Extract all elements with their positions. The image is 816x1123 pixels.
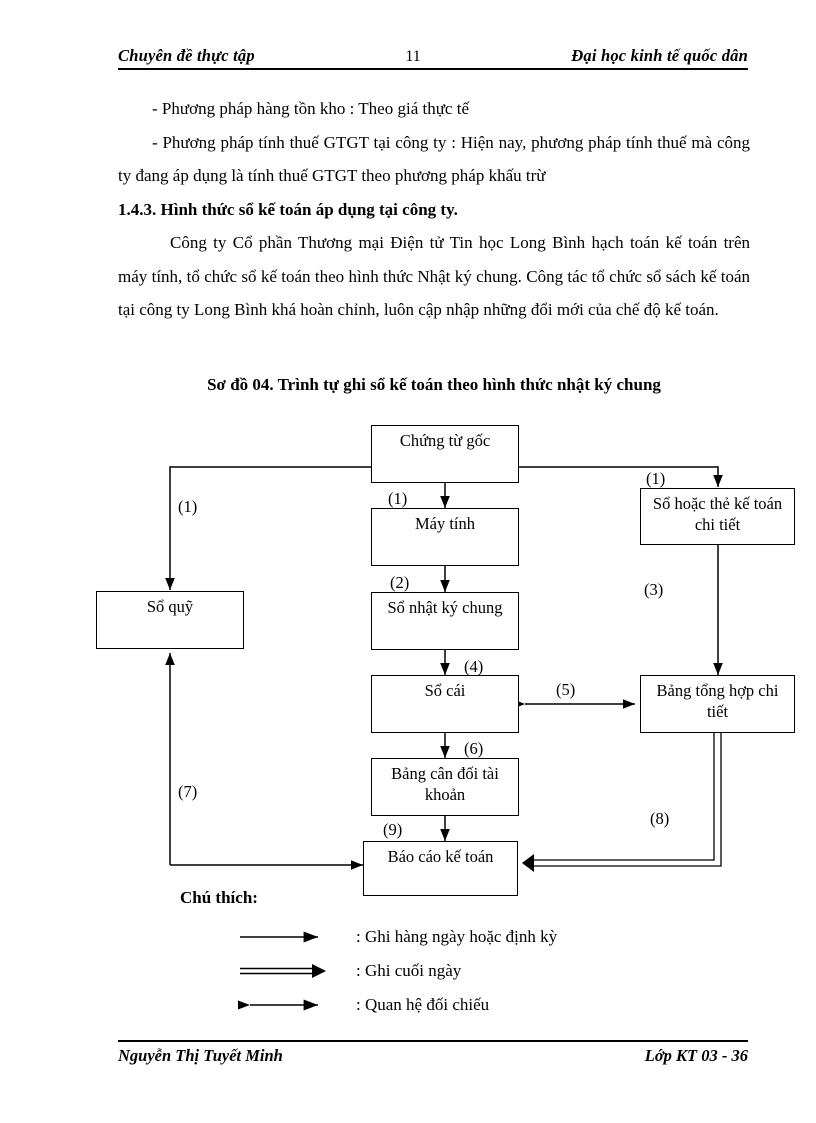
flowchart-connectors [165,466,723,872]
bullet-vat-method-text: - Phương pháp tính thuế GTGT tại công ty… [118,132,750,186]
node-bang-can-doi-tai-khoan: Bảng cân đối tài khoản [371,758,519,816]
header-right-title: Đại học kinh tế quốc dân [571,46,748,65]
legend-rows: : Ghi hàng ngày hoặc định kỳ : Ghi cuối … [238,920,557,1022]
footer-author: Nguyễn Thị Tuyết Minh [118,1046,283,1065]
connector-label-1-left: (1) [178,497,198,516]
node-may-tinh-label: Máy tính [414,514,476,533]
bullet-inventory-method-text: - Phương pháp hàng tồn kho : Theo giá th… [152,99,469,118]
legend-item: : Quan hệ đối chiếu [238,988,557,1022]
header-left-title: Chuyên đề thực tập [118,46,255,65]
legend-item-text: : Quan hệ đối chiếu [356,995,490,1014]
connector-label-4: (4) [464,657,484,676]
legend-item: : Ghi hàng ngày hoặc định kỳ [238,920,557,954]
node-bang-can-doi-tai-khoan-label: Bảng cân đối tài khoản [391,764,499,804]
node-chung-tu-goc: Chứng từ gốc [371,425,519,483]
connector-label-6: (6) [464,739,484,758]
legend-title: Chú thích: [180,888,258,907]
legend-item-text: : Ghi cuối ngày [356,961,462,980]
node-so-hoac-the-ke-toan-chi-tiet: Sổ hoặc thẻ kế toán chi tiết [640,488,795,545]
arrowhead-8 [522,854,534,872]
connector-label-1-center: (1) [388,489,408,508]
node-so-nhat-ky-chung: Sổ nhật ký chung [371,592,519,650]
header-page-number: 11 [405,48,421,65]
connector-label-9: (9) [383,820,403,839]
body-paragraph: Công ty Cổ phần Thương mại Điện tử Tin h… [118,226,750,327]
bidirectional-arrow-icon [238,993,334,1017]
footer-class: Lớp KT 03 - 36 [644,1046,748,1065]
node-so-quy-label: Sổ quỹ [146,597,194,616]
legend-item-text: : Ghi hàng ngày hoặc định kỳ [356,927,558,946]
node-chung-tu-goc-label: Chứng từ gốc [399,431,491,450]
node-may-tinh: Máy tính [371,508,519,566]
section-heading-143: 1.4.3. Hình thức sổ kế toán áp dụng tại … [118,199,458,219]
connector-label-7: (7) [178,782,198,801]
node-bang-tong-hop-chi-tiet: Bảng tổng hợp chi tiết [640,675,795,733]
connector-label-8: (8) [650,809,670,828]
node-so-cai-label: Sổ cái [424,681,466,700]
flowchart: Chứng từ gốc Máy tính Sổ quỹ Sổ hoặc thẻ… [0,405,816,925]
connector-label-5: (5) [556,680,576,699]
node-bao-cao-ke-toan: Báo cáo kế toán [363,841,518,896]
connector-label-3: (3) [644,580,664,599]
single-arrow-icon [238,925,334,949]
connector-label-2: (2) [390,573,410,592]
body-paragraph-text: Công ty Cổ phần Thương mại Điện tử Tin h… [118,233,750,319]
body-content: - Phương pháp hàng tồn kho : Theo giá th… [118,92,750,327]
diagram-title: Sơ đồ 04. Trình tự ghi sổ kế toán theo h… [207,375,661,394]
node-so-cai: Sổ cái [371,675,519,733]
double-line-arrow-icon [238,959,334,983]
legend-item: : Ghi cuối ngày [238,954,557,988]
node-bao-cao-ke-toan-label: Báo cáo kế toán [387,847,494,866]
node-so-nhat-ky-chung-label: Sổ nhật ký chung [387,598,503,617]
bullet-inventory-method: - Phương pháp hàng tồn kho : Theo giá th… [118,92,750,126]
node-bang-tong-hop-chi-tiet-label: Bảng tổng hợp chi tiết [656,681,779,721]
node-so-hoac-the-ke-toan-chi-tiet-label: Sổ hoặc thẻ kế toán chi tiết [652,494,783,534]
page-footer: Nguyễn Thị Tuyết Minh Lớp KT 03 - 36 [118,1040,748,1066]
connector-label-1-right: (1) [646,469,666,488]
page-header: Chuyên đề thực tập 11 Đại học kinh tế qu… [118,46,748,70]
bullet-vat-method: - Phương pháp tính thuế GTGT tại công ty… [118,126,750,193]
node-so-quy: Sổ quỹ [96,591,244,649]
